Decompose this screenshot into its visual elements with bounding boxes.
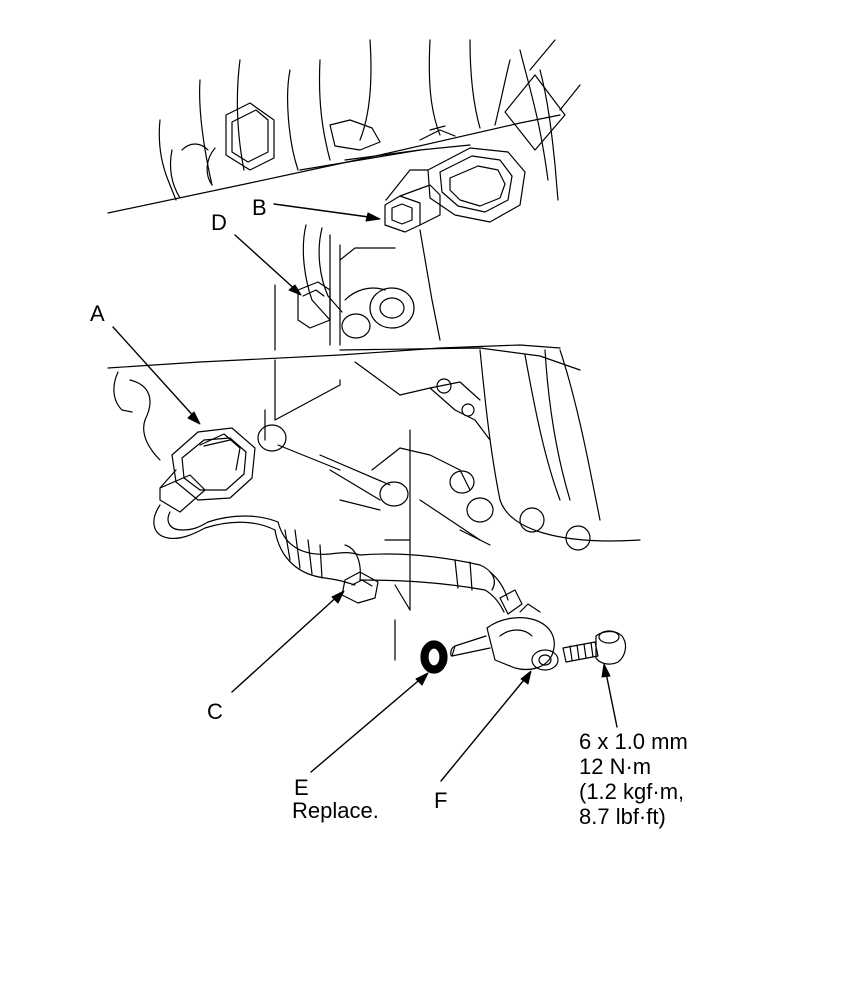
connector-a-harness <box>153 427 523 615</box>
bolt-torque-nm: 12 N·m <box>579 754 652 779</box>
callout-c-label: C <box>207 699 223 724</box>
sensor-f-assembly <box>394 603 627 674</box>
callout-a-label: A <box>90 301 105 326</box>
connector-b-assembly <box>384 125 526 233</box>
bolt-torque-lbfft: 8.7 lbf·ft) <box>579 804 666 829</box>
engine-upper-body <box>107 39 581 214</box>
callout-d-label: D <box>211 210 227 235</box>
bolt-size: 6 x 1.0 mm <box>579 729 688 754</box>
leader-arrowheads <box>187 212 611 686</box>
engine-middle-block <box>107 344 641 611</box>
callout-e-label: E <box>294 775 309 800</box>
bracket-d-assembly <box>274 224 441 351</box>
callout-b-label: B <box>252 195 267 220</box>
bolt-torque-kgfm: (1.2 kgf·m, <box>579 779 685 804</box>
callout-f-label: F <box>434 788 448 813</box>
bolt-torque-spec: 6 x 1.0 mm 12 N·m (1.2 kgf·m, 8.7 lbf·ft… <box>579 729 688 829</box>
replace-note: Replace. <box>292 798 379 823</box>
leader-lines <box>112 203 618 782</box>
